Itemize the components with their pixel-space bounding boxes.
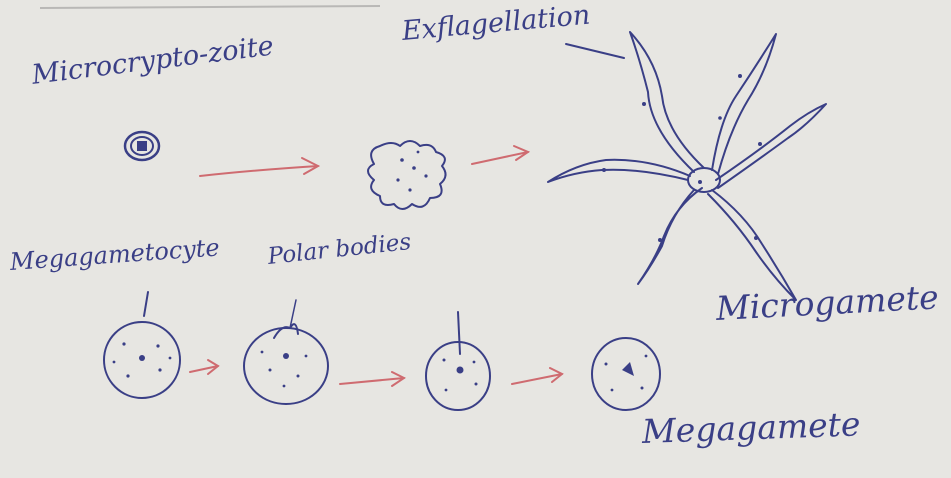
microcryptozoite-cell bbox=[125, 132, 159, 160]
megagamete-cell bbox=[592, 338, 660, 410]
arrow-to-megagamete bbox=[512, 368, 562, 384]
maturing-cell bbox=[426, 312, 490, 410]
top-border-line bbox=[40, 6, 380, 8]
microgametocyte-cell bbox=[368, 141, 446, 209]
megagametocyte-leader bbox=[144, 292, 148, 316]
arrow-to-exflagellation bbox=[472, 146, 528, 164]
arrow-to-polar-body-stage bbox=[190, 360, 218, 374]
exflagellation-underline bbox=[566, 44, 624, 58]
arrow-to-mature-cell bbox=[340, 372, 404, 386]
polar-body-cell bbox=[244, 300, 328, 404]
exflagellation-figure bbox=[548, 32, 826, 300]
megagametocyte-cell bbox=[104, 322, 180, 398]
arrow-to-gametocyte bbox=[200, 158, 318, 176]
label-megagamete: Megagamete bbox=[641, 407, 861, 448]
